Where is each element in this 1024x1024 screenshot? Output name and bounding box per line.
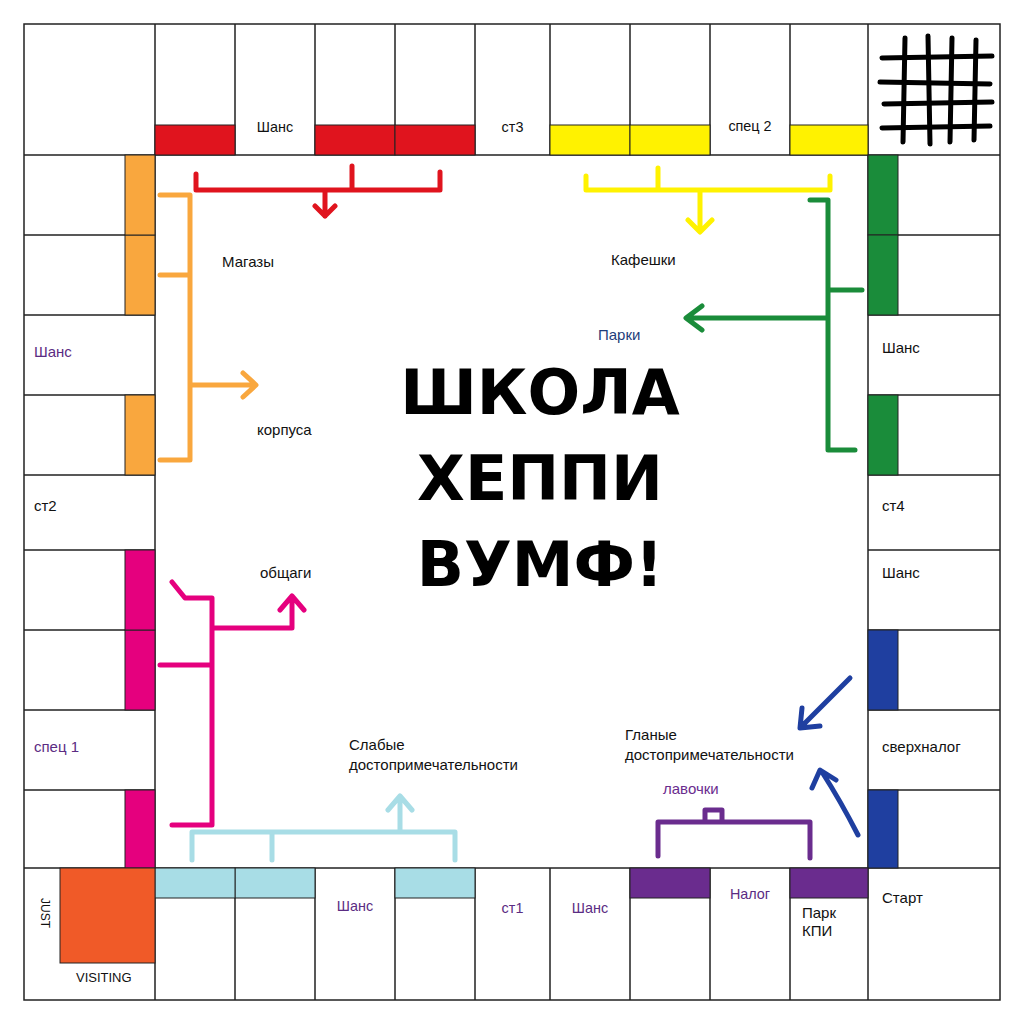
cell-label: спец 2 (710, 117, 790, 135)
board-cell: Шанс (868, 550, 1000, 630)
board-cell: Старт (868, 868, 1000, 1000)
cell-label: ст1 (475, 899, 550, 917)
board-cell: ст1 (475, 868, 550, 1000)
board-cell: спец 1 (24, 710, 155, 790)
cell-label: Шанс (550, 899, 630, 917)
board-cell: Шанс (24, 315, 155, 395)
cell-label: ст4 (882, 497, 905, 515)
cell-label: ст3 (475, 118, 550, 136)
board-cell: спец 2 (710, 24, 790, 155)
cell-label: Шанс (882, 564, 920, 582)
group-label: корпуса (257, 420, 312, 440)
cell-label: спец 1 (34, 738, 79, 756)
cell-label: JUST (36, 898, 54, 928)
group-label: общаги (260, 563, 311, 583)
group-label: Слабые достопримечательности (349, 735, 529, 775)
group-label: лавочки (663, 779, 719, 799)
group-label: Кафешки (611, 250, 676, 270)
board-cell: Шанс (550, 868, 630, 1000)
cell-label: Старт (882, 889, 923, 907)
board-cell: ст3 (475, 24, 550, 155)
board-cell: Шанс (315, 868, 395, 1000)
group-label: Гланые достопримечательности (625, 725, 825, 765)
group-label: Парки (598, 325, 640, 345)
board-cell: ст2 (24, 475, 155, 550)
cell-label: Шанс (315, 897, 395, 915)
board-cell: Налог (710, 868, 790, 1000)
cell-label: Налог (710, 885, 790, 903)
cell-label: Шанс (34, 343, 72, 361)
cell-label: Шанс (235, 118, 315, 136)
board-cell: сверхналог (868, 710, 1000, 790)
cell-label: VISITING (76, 969, 132, 987)
board-cell: ст4 (868, 475, 1000, 550)
cell-label: Парк КПИ (802, 904, 860, 940)
cell-label: ст2 (34, 497, 57, 515)
board-cell: JUST VISITING (24, 868, 155, 1000)
cell-label: сверхналог (882, 738, 961, 756)
cell-label: Шанс (882, 339, 920, 357)
board-cell: Шанс (235, 24, 315, 155)
board-cell: Парк КПИ (790, 868, 868, 1000)
board-cell: Шанс (868, 315, 1000, 395)
group-label: Магазы (222, 252, 274, 272)
board-title: ШКОЛА ХЕППИ ВУМФ! (360, 350, 720, 608)
